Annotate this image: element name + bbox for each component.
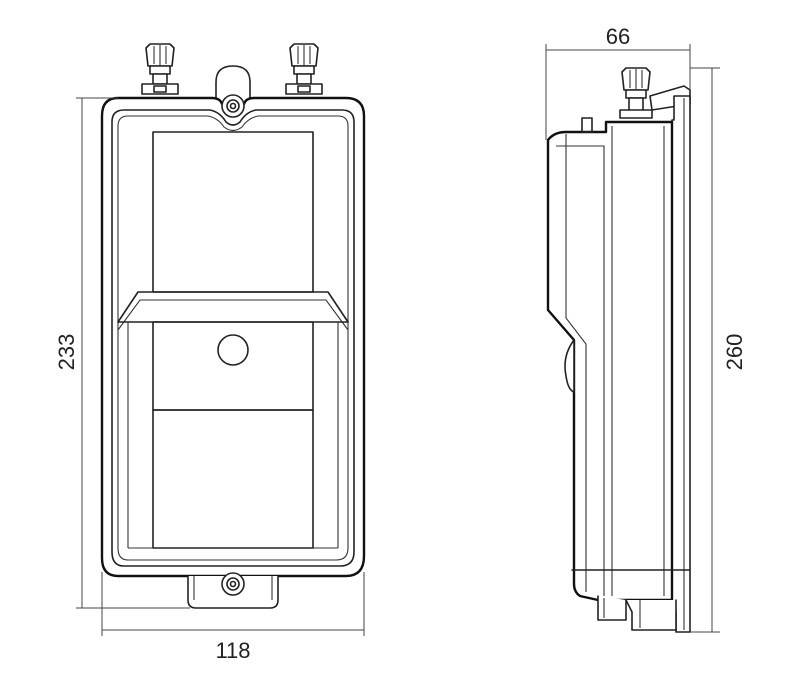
front-height-dimension: 233 (54, 97, 190, 609)
front-width-dimension: 118 (101, 572, 365, 663)
side-button-bump (564, 339, 575, 393)
side-bottom-foot (597, 595, 677, 631)
side-height-label: 260 (722, 334, 747, 371)
center-button-circle (217, 334, 249, 366)
side-view (546, 67, 691, 633)
top-mounting-tab (215, 65, 251, 105)
lower-cover (152, 409, 314, 549)
front-height-label: 233 (54, 334, 79, 371)
front-housing-outer (100, 96, 366, 578)
front-view (100, 43, 366, 609)
side-width-label: 66 (606, 24, 630, 49)
front-width-label: 118 (215, 638, 250, 663)
bottom-screw-icon (221, 572, 245, 596)
side-height-dimension: 260 (690, 67, 747, 633)
middle-bevel (117, 291, 349, 323)
front-housing-inner-rim-2 (117, 115, 349, 561)
side-width-dimension: 66 (545, 24, 691, 140)
side-back-plate (671, 95, 691, 633)
left-terminal-knob (141, 43, 179, 95)
right-terminal-knob (285, 43, 323, 95)
top-screw-icon (221, 94, 245, 118)
front-housing-inner-rim (111, 109, 355, 567)
